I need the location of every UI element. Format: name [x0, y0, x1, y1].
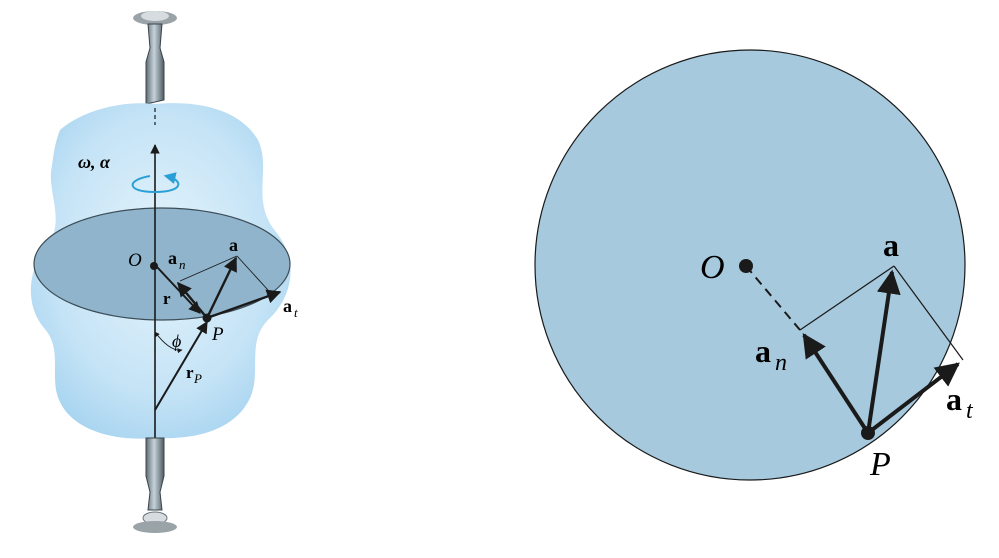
- a-vector: [866, 269, 901, 434]
- construction-line-2: [893, 265, 964, 361]
- svg-text:P: P: [193, 371, 202, 386]
- origin-point-o: [150, 262, 158, 270]
- bottom-shaft: [145, 437, 165, 511]
- omega-alpha-label: ω, α: [78, 152, 111, 172]
- a-label: a: [229, 235, 238, 255]
- svg-text:a: a: [946, 381, 962, 417]
- at-vector: [866, 362, 960, 435]
- svg-text:t: t: [294, 305, 298, 320]
- at-vector: [206, 289, 282, 320]
- rotation-plane-disk: [33, 207, 291, 321]
- origin-point-o: [739, 259, 753, 273]
- rp-vector: [154, 320, 208, 411]
- point-p: [861, 426, 875, 440]
- left-figure: ω, α O P a a n a t r r P ϕ: [30, 11, 298, 533]
- top-shaft: [145, 23, 165, 105]
- r-label: r: [163, 289, 171, 308]
- at-label: a t: [946, 381, 974, 424]
- point-label-p: P: [869, 446, 891, 483]
- svg-text:t: t: [966, 398, 974, 424]
- an-label: a n: [168, 248, 186, 272]
- svg-text:n: n: [179, 257, 186, 272]
- point-p: [202, 313, 212, 323]
- svg-text:r: r: [186, 363, 194, 382]
- point-label-p: P: [211, 324, 224, 345]
- rp-label: r P: [186, 363, 202, 386]
- svg-text:a: a: [168, 248, 177, 268]
- svg-text:a: a: [283, 296, 292, 316]
- rotation-direction-icon: [131, 172, 180, 194]
- an-vector: [177, 281, 208, 319]
- an-label: a n: [755, 333, 787, 376]
- at-label: a t: [283, 296, 298, 320]
- a-label: a: [883, 227, 899, 263]
- a-vector: [205, 256, 238, 319]
- phi-label: ϕ: [172, 331, 181, 351]
- right-figure: O P a a n a t: [534, 49, 974, 483]
- construction-line-2: [236, 255, 269, 291]
- an-vector: [802, 332, 870, 435]
- origin-label-o: O: [700, 249, 725, 286]
- phi-angle-arc: [154, 331, 183, 354]
- svg-text:a: a: [755, 333, 771, 369]
- svg-text:n: n: [775, 350, 787, 376]
- origin-label-o: O: [128, 250, 142, 271]
